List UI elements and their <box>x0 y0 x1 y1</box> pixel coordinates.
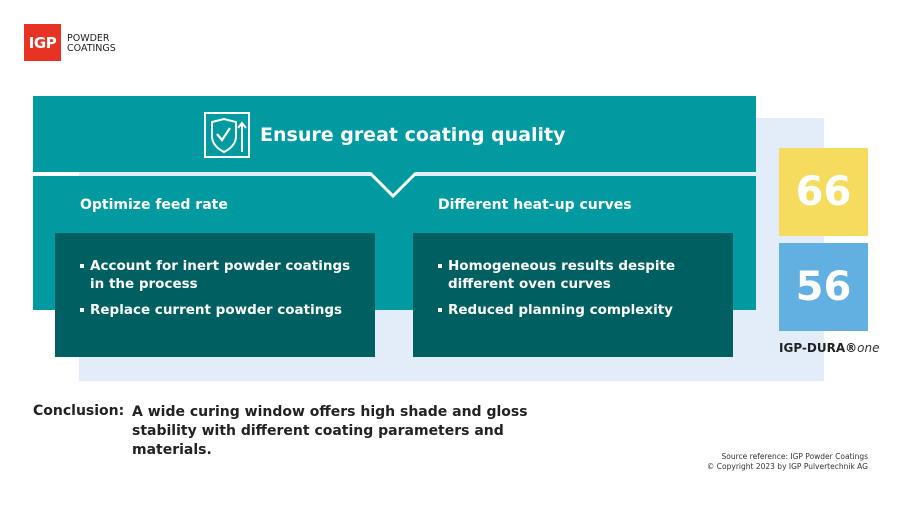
product-brand: IGP-DURA® <box>779 341 858 355</box>
header-banner <box>33 96 756 172</box>
right-bullet-box: Homogeneous results despite different ov… <box>413 233 733 357</box>
header-title: Ensure great coating quality <box>260 124 566 146</box>
source-reference: Source reference: IGP Powder Coatings© C… <box>707 452 868 472</box>
header-title-group: Ensure great coating quality <box>204 112 566 158</box>
copyright-line: © Copyright 2023 by IGP Pulvertechnik AG <box>706 462 868 471</box>
list-item: Reduced planning complexity <box>438 301 713 319</box>
product-suffix: one <box>857 341 880 355</box>
conclusion-label: Conclusion: <box>33 403 125 419</box>
left-heading: Optimize feed rate <box>80 197 228 213</box>
list-item: Account for inert powder coatings in the… <box>80 257 355 293</box>
source-line: Source reference: IGP Powder Coatings <box>721 452 868 461</box>
logo-line2: COATINGS <box>67 43 116 54</box>
list-item: Homogeneous results despite different ov… <box>438 257 713 293</box>
conclusion-text: A wide curing window offers high shade a… <box>132 404 528 458</box>
right-heading: Different heat-up curves <box>438 197 632 213</box>
score-top: 66 <box>779 148 868 236</box>
score-bottom: 56 <box>779 243 868 331</box>
chevron-notch <box>370 170 418 199</box>
product-name: IGP-DURA®one <box>779 341 879 355</box>
list-item: Replace current powder coatings <box>80 301 355 319</box>
logo-mark-text: IGP <box>28 33 57 52</box>
shield-check-arrow-up-icon <box>204 112 250 158</box>
logo-line1: POWDER <box>67 33 110 44</box>
logo-mark: IGP <box>24 24 61 61</box>
left-bullet-box: Account for inert powder coatings in the… <box>55 233 375 357</box>
